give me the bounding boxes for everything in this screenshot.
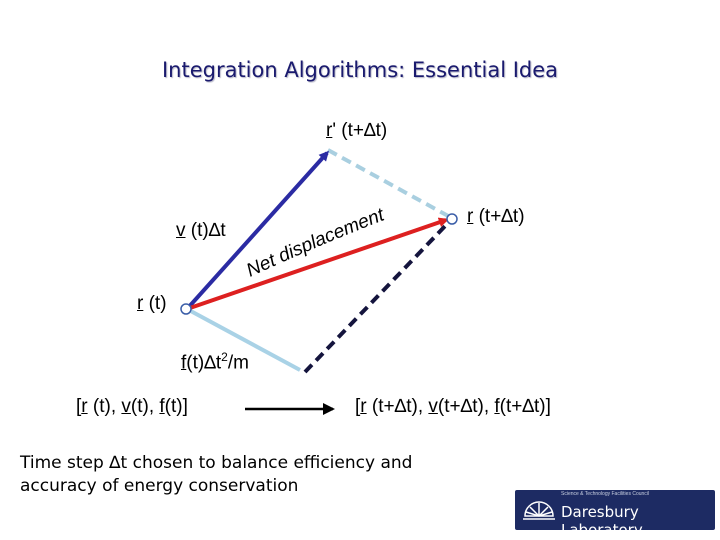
state-after: [r (t+∆t), v(t+∆t), f(t+∆t)] bbox=[355, 396, 551, 417]
dashed-upper-edge bbox=[327, 148, 451, 219]
force-vector bbox=[186, 307, 301, 372]
net-displacement-vector bbox=[186, 217, 449, 311]
state-before: [r (t), v(t), f(t)] bbox=[76, 396, 188, 417]
point-r-t bbox=[180, 303, 192, 315]
label-r-t: r (t) bbox=[137, 293, 167, 314]
velocity-vector bbox=[185, 150, 330, 311]
label-velocity: v (t)∆t bbox=[176, 220, 226, 241]
point-r-t-dt bbox=[446, 213, 458, 225]
label-r-prime: r' (t+∆t) bbox=[326, 120, 388, 141]
daresbury-logo: Science & Technology Facilities Council … bbox=[515, 490, 715, 539]
net-displacement-label: Net displacement bbox=[243, 204, 387, 281]
logo-name: Daresbury Laboratory bbox=[561, 503, 643, 539]
dashed-lower-edge bbox=[303, 220, 451, 374]
logo-council-text: Science & Technology Facilities Council bbox=[561, 491, 650, 497]
label-force: f(t)∆t2/m bbox=[181, 350, 249, 374]
label-r-t-dt: r (t+∆t) bbox=[467, 206, 525, 227]
sunburst-icon bbox=[523, 501, 555, 520]
slide-title: Integration Algorithms: Essential Idea bbox=[161, 58, 559, 82]
timestep-note: Time step ∆t chosen to balance efficienc… bbox=[20, 453, 413, 496]
